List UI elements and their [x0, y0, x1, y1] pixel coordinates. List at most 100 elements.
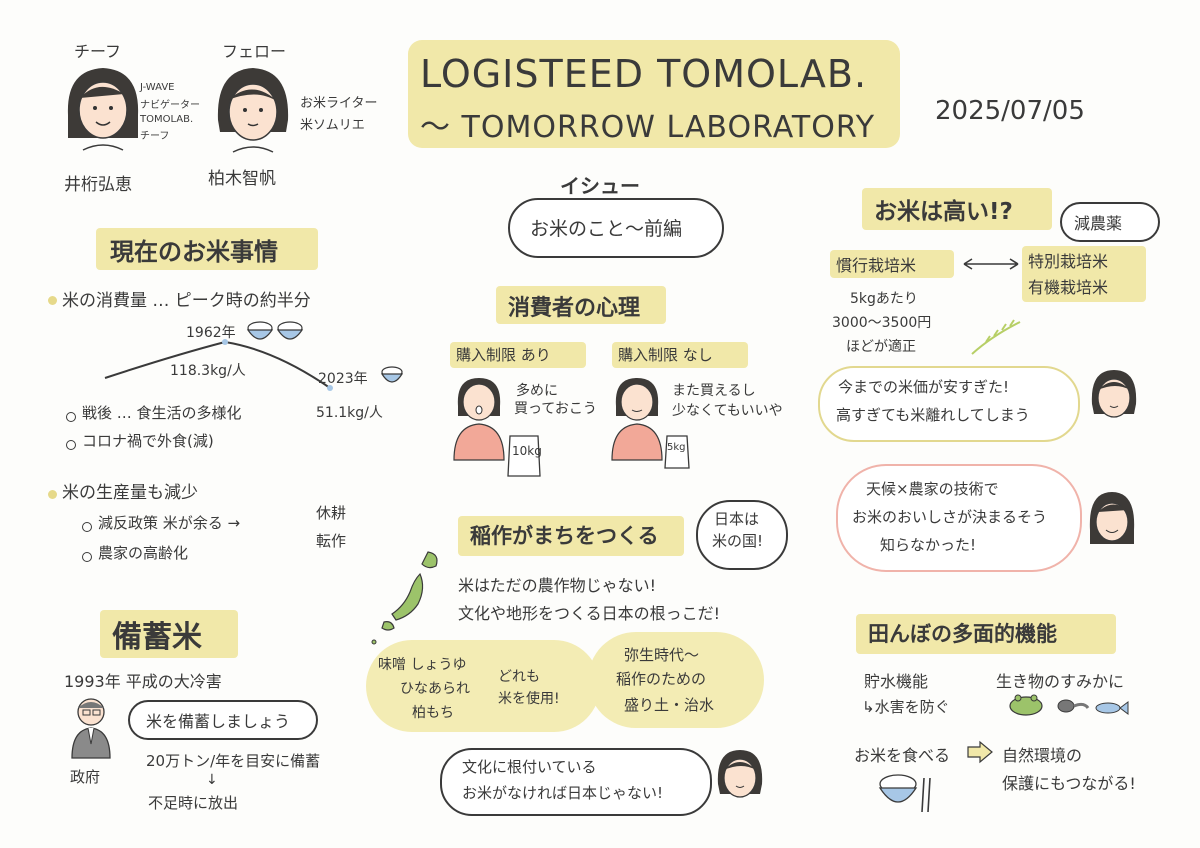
price-comment2b: お米のおいしさが決まるそう: [852, 508, 1048, 526]
chief-desc4: チーフ: [140, 131, 170, 142]
price-tag: 減農薬: [1074, 214, 1123, 233]
paddy-f1sub: ↳水害を防ぐ: [862, 698, 950, 716]
price-per1: 5kgあたり: [850, 291, 918, 307]
shopper-anxious-icon: [453, 378, 505, 461]
current-heading: 現在のお米事情: [110, 238, 278, 266]
japan-map-icon: [371, 551, 438, 645]
foods-line2: ひなあられ: [400, 681, 470, 697]
bag-10kg: 10kg: [512, 444, 542, 458]
yayoi-line3: 盛り土・治水: [624, 696, 715, 714]
year-2023: 2023年: [318, 371, 368, 387]
conv-label: 慣行栽培米: [836, 256, 917, 275]
bullet-dot: [48, 490, 57, 499]
sub-bullet: [82, 522, 92, 532]
current-heading-highlight: [96, 228, 318, 270]
reserve-heading-highlight: [100, 610, 238, 658]
chief-face-icon: [1089, 492, 1135, 544]
title-line2: 〜 TOMORROW LABORATORY: [420, 110, 876, 145]
rice-bowl-small-icon: [380, 366, 404, 383]
double-arrow-icon: [963, 258, 1019, 270]
chief-desc1: J-WAVE: [140, 82, 175, 93]
sub-bullet: [82, 552, 92, 562]
badge-line1: 日本は: [714, 510, 760, 528]
paddy-f1: 貯水機能: [864, 672, 929, 691]
rice-bag-10kg-icon: [507, 435, 541, 477]
current-sub2: コロナ禍で外食(減): [82, 432, 214, 450]
town-line1: 米はただの農作物じゃない!: [458, 576, 657, 595]
town-comment1: 文化に根付いている: [462, 758, 597, 776]
price-comment1-bubble: [818, 366, 1080, 442]
issue-title: お米のこと〜前編: [530, 218, 683, 240]
title-highlight: [408, 40, 900, 148]
price-comment1a: 今までの米価が安すぎた!: [838, 378, 1010, 396]
paddy-result2: 保護にもつながる!: [1002, 774, 1136, 793]
fellow-face-icon: [1091, 370, 1137, 418]
town-line2: 文化や地形をつくる日本の根っこだ!: [458, 604, 721, 623]
issue-frame: [508, 198, 724, 258]
yayoi-line2: 稲作のための: [616, 670, 707, 688]
paddy-result1: 自然環境の: [1002, 746, 1083, 765]
price-heading-highlight: [862, 188, 1052, 230]
reserve-event: 1993年 平成の大冷害: [64, 672, 222, 691]
consumer-heading: 消費者の心理: [508, 296, 641, 321]
reserve-arrow: ↓: [206, 772, 218, 788]
fellow-name: 柏木智帆: [208, 169, 276, 189]
reserve-heading: 備蓄米: [112, 620, 202, 655]
value-1962: 118.3kg/人: [170, 363, 246, 379]
special-highlight: [1022, 246, 1146, 302]
fellow-portrait-icon: [217, 68, 289, 153]
chief-role: チーフ: [74, 42, 122, 61]
limit-no-speech2: 少なくてもいいや: [672, 403, 783, 419]
sub-bullet: [66, 440, 76, 450]
paddy-f2: 生き物のすみかに: [996, 672, 1125, 691]
special-line2: 有機栽培米: [1028, 278, 1109, 297]
town-heading-highlight: [458, 516, 684, 556]
government-official-icon: [71, 698, 111, 759]
rice-bowl-chopsticks-icon: [878, 774, 931, 813]
chief-desc2: ナビゲーター: [140, 100, 200, 111]
price-per3: ほどが適正: [846, 339, 916, 355]
reserve-line1: 20万トン/年を目安に備蓄: [146, 752, 321, 770]
limit-no-speech1: また買えるし: [672, 383, 756, 399]
reserve-line2: 不足時に放出: [148, 794, 239, 812]
rice-stalk-icon: [971, 319, 1021, 355]
price-comment2c: 知らなかった!: [880, 536, 977, 554]
fellow-desc2: 米ソムリエ: [300, 118, 365, 133]
issue-label: イシュー: [560, 174, 640, 198]
limit-no-label: 購入制限 なし: [618, 346, 713, 364]
bullet-dot: [48, 296, 57, 305]
foods-note1: どれも: [498, 669, 540, 685]
price-comment2-bubble: [836, 464, 1082, 572]
reserve-speech-bubble: [128, 700, 318, 740]
fellow-desc1: お米ライター: [300, 96, 378, 111]
consumer-heading-highlight: [496, 286, 666, 324]
current-sub3b: 転作: [316, 532, 347, 550]
price-tag-bubble: [1060, 202, 1160, 242]
limit-yes-highlight: [450, 342, 586, 368]
yayoi-blob: [588, 632, 764, 728]
foods-line3: 柏もち: [412, 705, 454, 721]
current-point2: 米の生産量も減少: [62, 483, 198, 503]
title-line1: LOGISTEED TOMOLAB.: [420, 52, 868, 96]
current-sub1: 戦後 … 食生活の多様化: [82, 404, 242, 422]
price-comment2a: 天候×農家の技術で: [866, 480, 999, 498]
sub-bullet: [66, 412, 76, 422]
price-comment1b: 高すぎても米離れしてしまう: [836, 406, 1030, 424]
special-line1: 特別栽培米: [1028, 252, 1109, 271]
paddy-heading-highlight: [856, 614, 1116, 654]
limit-yes-speech1: 多めに: [516, 383, 558, 399]
foods-blob: [366, 640, 600, 732]
town-comment-bubble: [440, 748, 712, 816]
rice-bowl-icon: [246, 321, 304, 340]
japan-badge: [696, 500, 788, 570]
value-2023: 51.1kg/人: [316, 405, 383, 421]
limit-yes-speech2: 買っておこう: [514, 401, 597, 417]
current-sub4: 農家の高齢化: [98, 544, 189, 562]
paddy-heading: 田んぼの多面的機能: [868, 622, 1057, 646]
arrow-right-icon: [967, 740, 993, 764]
badge-line2: 米の国!: [712, 532, 764, 550]
paddy-eat: お米を食べる: [854, 746, 951, 765]
yayoi-line1: 弥生時代〜: [624, 646, 700, 664]
current-point1: 米の消費量 … ピーク時の約半分: [62, 291, 311, 311]
creatures-icon: [1009, 694, 1129, 716]
